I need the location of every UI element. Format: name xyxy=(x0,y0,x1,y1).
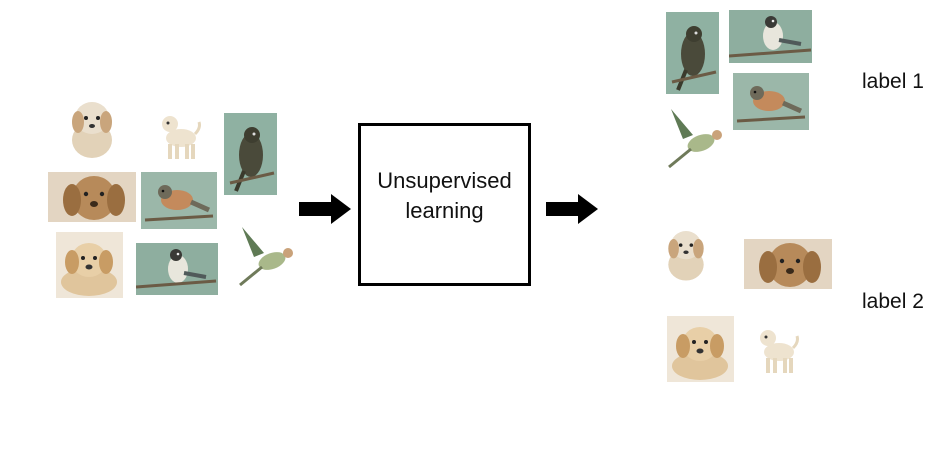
process-label: Unsupervised learning xyxy=(377,166,512,226)
unsupervised-learning-box: Unsupervised learning xyxy=(358,123,531,286)
cluster-label-1: label 1 xyxy=(862,70,924,93)
input-dog-photo xyxy=(157,108,201,162)
arrow-right-icon xyxy=(546,194,598,224)
cluster1-bird-photo xyxy=(666,12,719,94)
input-bird-photo xyxy=(224,113,277,195)
input-bird-photo xyxy=(136,243,218,295)
input-dog-photo xyxy=(66,96,118,160)
process-label-line2: learning xyxy=(405,197,484,223)
process-label-line1: Unsupervised xyxy=(377,167,512,193)
cluster2-dog-photo xyxy=(755,322,799,376)
cluster1-bird-photo xyxy=(663,105,729,169)
cluster2-dog-photo xyxy=(744,239,832,289)
cluster-label-2: label 2 xyxy=(862,290,924,313)
input-dog-photo xyxy=(48,172,136,222)
input-bird-photo xyxy=(141,172,217,229)
arrow-right-icon xyxy=(299,194,351,224)
cluster1-bird-photo xyxy=(729,10,812,63)
input-dog-photo xyxy=(56,232,123,298)
cluster2-dog-photo xyxy=(663,224,709,284)
input-bird-photo xyxy=(234,223,300,287)
cluster2-dog-photo xyxy=(667,316,734,382)
cluster1-bird-photo xyxy=(733,73,809,130)
